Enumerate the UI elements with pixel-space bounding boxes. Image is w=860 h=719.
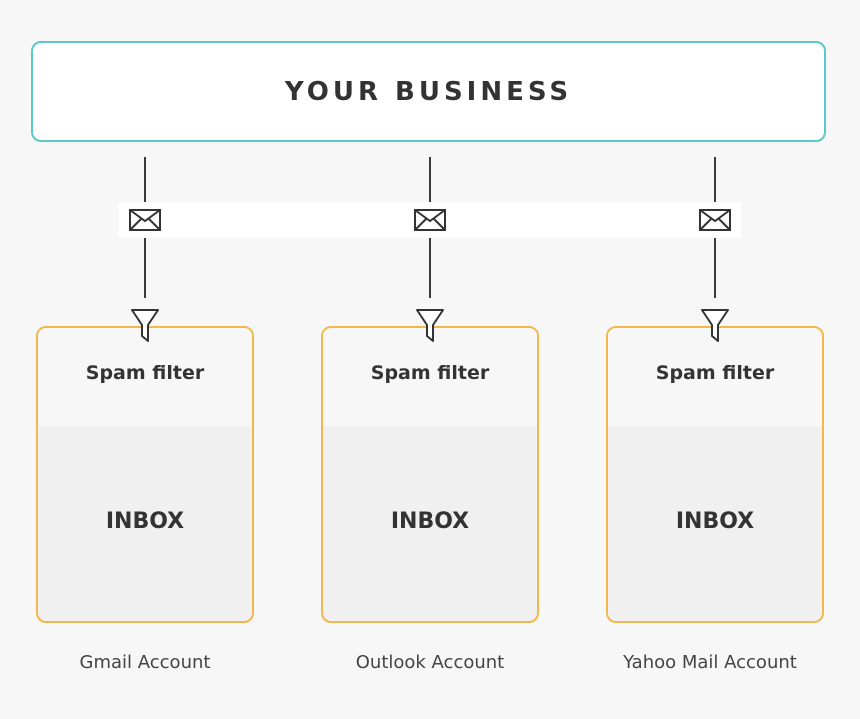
spam-filter-area (608, 328, 822, 426)
envelope-icon (129, 209, 161, 231)
spam-filter-label: Spam filter (370, 362, 490, 384)
inbox-label: INBOX (675, 509, 755, 534)
account-box-outlook: Spam filter INBOX (321, 326, 539, 623)
your-business-box: YOUR BUSINESS (31, 41, 826, 142)
connector-line-lower (429, 238, 431, 298)
connector-line-upper (714, 157, 716, 202)
spam-filter-area (323, 328, 537, 426)
envelope-icon (414, 209, 446, 231)
funnel-icon (416, 309, 444, 342)
connector-line-upper (144, 157, 146, 202)
funnel-icon (701, 309, 729, 342)
inbox-label: INBOX (105, 509, 185, 534)
business-title: YOUR BUSINESS (284, 76, 573, 107)
account-name: Outlook Account (355, 652, 505, 673)
connector-line-lower (714, 238, 716, 298)
connector-line-lower (144, 238, 146, 298)
account-name: Yahoo Mail Account (623, 652, 797, 673)
connector-line-upper (429, 157, 431, 202)
spam-filter-label: Spam filter (85, 362, 205, 384)
account-name: Gmail Account (79, 652, 211, 673)
spam-filter-area (38, 328, 252, 426)
account-box-yahoo: Spam filter INBOX (606, 326, 824, 623)
envelope-icon (699, 209, 731, 231)
inbox-label: INBOX (390, 509, 470, 534)
funnel-icon (131, 309, 159, 342)
account-box-gmail: Spam filter INBOX (36, 326, 254, 623)
spam-filter-label: Spam filter (655, 362, 775, 384)
